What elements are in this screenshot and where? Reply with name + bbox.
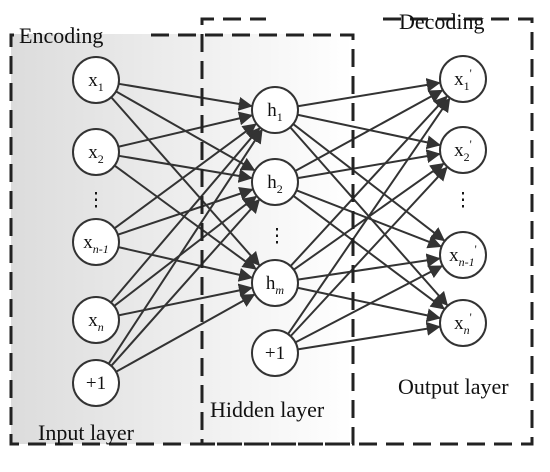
output-node-y1-label: x1' (454, 66, 472, 93)
edge-in2-h0 (113, 123, 257, 230)
edge-in1-h1 (118, 154, 253, 183)
hidden-node-bias_hid-circle (251, 329, 299, 377)
encoding-region (11, 34, 353, 444)
edge-in2-h2 (118, 246, 253, 282)
hidden-node-h1-circle (251, 86, 299, 134)
output-layer-label: Output layer (398, 374, 509, 399)
input-layer-label: Input layer (38, 420, 135, 445)
hidden-node-bias_hid: +1 (251, 329, 299, 377)
hidden-ellipsis: ⋮ (268, 226, 287, 247)
edge-in0-h2 (110, 96, 261, 267)
output-node-yn-label: xn' (454, 310, 472, 337)
decoding-box (200, 17, 534, 446)
input-node-xn1: xn-1 (72, 218, 120, 266)
edge-in3-h0 (110, 127, 261, 304)
hidden-node-h1-label: h1 (267, 100, 283, 124)
input-node-xn1-circle (72, 218, 120, 266)
input-ellipsis: ⋮ (87, 190, 106, 211)
hidden-node-hm-label: hm (266, 273, 285, 297)
edge-h3-out0 (287, 97, 451, 335)
edge-in4-h2 (115, 293, 256, 373)
hidden-node-bias_hid-label: +1 (265, 343, 285, 364)
decoding-label: Decoding (399, 9, 485, 34)
hidden-node-h2-label: h2 (267, 172, 283, 196)
input-node-xn-circle (72, 296, 120, 344)
output-node-yn1-circle (439, 231, 487, 279)
output-ellipsis: ⋮ (454, 190, 473, 211)
output-node-y1: x1' (439, 55, 487, 103)
connection-edges (107, 78, 451, 373)
input-node-x2-label: x2 (88, 142, 104, 166)
edge-in1-h0 (118, 111, 253, 148)
input-node-x2-circle (72, 128, 120, 176)
input-node-xn: xn (72, 296, 120, 344)
input-node-xn1-label: xn-1 (83, 232, 109, 256)
hidden-node-h2-circle (251, 158, 299, 206)
encoding-box (9, 33, 355, 446)
edge-h1-out1 (297, 149, 441, 180)
output-node-y2: x2' (439, 126, 487, 174)
hidden-node-h1: h1 (251, 86, 299, 134)
hidden-node-hm: hm (251, 259, 299, 307)
edge-in3-h2 (118, 283, 253, 317)
output-node-yn: xn' (439, 299, 487, 347)
edge-h2-out0 (289, 95, 448, 267)
edge-h3-out3 (297, 321, 441, 351)
edge-h2-out2 (297, 253, 441, 281)
hidden-layer-label: Hidden layer (210, 397, 325, 422)
input-node-bias_in-label: +1 (86, 373, 106, 394)
edge-h2-out3 (297, 286, 441, 323)
output-node-yn1-label: xn-1' (449, 242, 477, 269)
edge-in2-h1 (117, 186, 254, 236)
input-node-x1-label: x1 (88, 70, 104, 94)
edge-h3-out2 (294, 265, 443, 344)
edge-h3-out1 (289, 166, 448, 337)
hidden-node-hm-circle (251, 259, 299, 307)
hidden-node-h2: h2 (251, 158, 299, 206)
input-node-xn-label: xn (88, 310, 104, 334)
edge-in0-h0 (118, 82, 253, 111)
output-node-yn1: xn-1' (439, 231, 487, 279)
edge-h1-out0 (294, 89, 444, 172)
encoding-label: Encoding (19, 23, 103, 48)
output-node-y2-circle (439, 126, 487, 174)
input-node-x1-circle (72, 56, 120, 104)
input-node-x1: x1 (72, 56, 120, 104)
input-node-bias_in-circle (72, 359, 120, 407)
edge-in4-h1 (110, 198, 260, 367)
output-node-yn-circle (439, 299, 487, 347)
input-node-bias_in: +1 (72, 359, 120, 407)
edge-in3-h1 (113, 195, 258, 307)
output-node-y1-circle (439, 55, 487, 103)
edge-in4-h0 (107, 128, 263, 365)
input-node-x2: x2 (72, 128, 120, 176)
network-nodes: x1 x2 xn-1 xn +1 h1 h2 hm +1 x1' x2' xn-1' xn' ⋮ ⋮ ⋮ (72, 55, 487, 407)
output-node-y2-label: x2' (454, 137, 472, 164)
edge-in1-h2 (113, 164, 257, 270)
edge-h0-out0 (297, 78, 441, 108)
